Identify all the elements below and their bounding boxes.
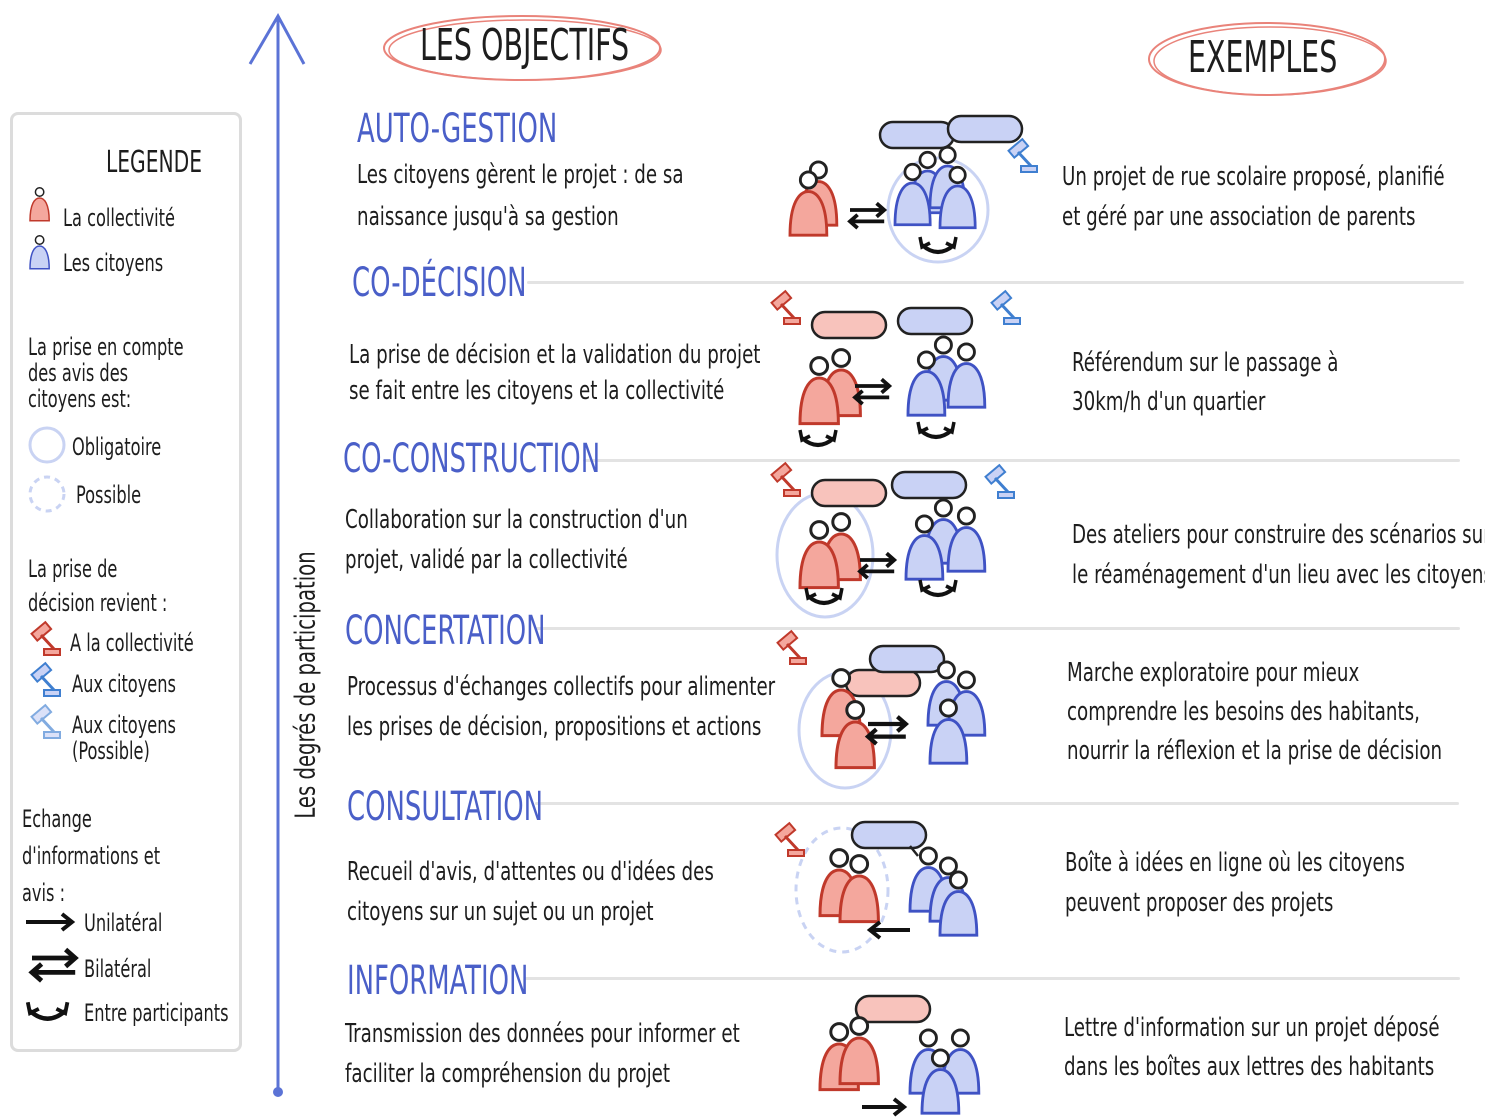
level-desc: les prises de décision, propositions et …	[347, 712, 762, 742]
level-desc: Les citoyens gèrent le projet : de sa	[357, 160, 684, 190]
legend-aux-citoyens-possible-2: (Possible)	[72, 737, 150, 765]
level-title-auto-gestion: AUTO-GESTION	[357, 106, 558, 152]
legend-echange-2: d'informations et	[22, 842, 161, 870]
level-title-co-construction: CO-CONSTRUCTION	[343, 436, 601, 482]
level-desc: Recueil d'avis, d'attentes ou d'idées de…	[347, 857, 714, 887]
gavel-red-icon	[30, 620, 62, 657]
example-text: Un projet de rue scolaire proposé, plani…	[1062, 162, 1445, 192]
legend-entre: Entre participants	[84, 999, 229, 1027]
examples-oval	[1148, 22, 1387, 96]
illustration-co-decision	[770, 289, 1022, 447]
example-text: Boîte à idées en ligne où les citoyens	[1065, 848, 1405, 878]
person-red-icon	[29, 187, 50, 222]
illustration-information	[818, 994, 981, 1117]
legend-decision-1: La prise de	[28, 555, 118, 583]
level-desc: naissance jusqu'à sa gestion	[357, 202, 619, 232]
arrow-right-icon	[26, 912, 76, 932]
legend-citoyens: Les citoyens	[63, 249, 164, 277]
objectives-header: LES OBJECTIFS	[420, 20, 630, 71]
person-blue-icon	[29, 235, 50, 270]
legend-aux-citoyens: Aux citoyens	[72, 670, 176, 698]
example-text: Des ateliers pour construire des scénari…	[1072, 520, 1485, 550]
example-text: Référendum sur le passage à	[1072, 348, 1339, 378]
arrow-bidirectional-icon	[26, 952, 80, 982]
separator	[583, 459, 1460, 462]
level-desc: faciliter la compréhension du projet	[345, 1059, 671, 1089]
level-desc: Processus d'échanges collectifs pour ali…	[347, 672, 776, 702]
separator	[525, 977, 1460, 980]
gavel-blue-possible-icon	[30, 703, 62, 740]
circle-dashed-icon	[28, 475, 66, 513]
example-text: le réaménagement d'un lieu avec les cito…	[1072, 560, 1485, 590]
legend-bilateral: Bilatéral	[84, 955, 152, 983]
legend-obligatoire: Obligatoire	[72, 433, 162, 461]
legend-echange-1: Echange	[22, 805, 92, 833]
example-text: Marche exploratoire pour mieux	[1067, 658, 1360, 688]
example-text: 30km/h d'un quartier	[1072, 387, 1266, 417]
example-text: peuvent proposer des projets	[1065, 888, 1334, 918]
example-text: et géré par une association de parents	[1062, 202, 1416, 232]
level-desc: Collaboration sur la construction d'un	[345, 505, 688, 535]
separator	[527, 281, 1464, 284]
circle-solid-icon	[28, 426, 66, 464]
example-text: dans les boîtes aux lettres des habitant…	[1064, 1052, 1435, 1082]
illustration-consultation	[774, 820, 979, 954]
level-desc: La prise de décision et la validation du…	[349, 340, 761, 370]
example-text: comprendre les besoins des habitants,	[1067, 697, 1420, 727]
level-title-information: INFORMATION	[347, 958, 529, 1004]
gavel-blue-icon	[30, 661, 62, 698]
level-desc: se fait entre les citoyens et la collect…	[349, 376, 725, 406]
legend-echange-3: avis :	[22, 879, 66, 907]
examples-header: EXEMPLES	[1188, 32, 1338, 83]
legend-collectivite: La collectivité	[63, 204, 176, 232]
level-desc: citoyens sur un sujet ou un projet	[347, 897, 654, 927]
legend-prise-compte-3: citoyens est:	[28, 385, 132, 413]
example-text: nourrir la réflexion et la prise de déci…	[1067, 736, 1443, 766]
illustration-auto-gestion	[788, 114, 1039, 264]
legend-title: LEGENDE	[106, 145, 203, 180]
level-title-consultation: CONSULTATION	[347, 784, 544, 830]
legend-prise-compte-2: des avis des	[28, 359, 129, 387]
legend-a-collectivite: A la collectivité	[70, 629, 194, 657]
illustration-co-construction	[770, 461, 1016, 619]
level-title-co-decision: CO-DÉCISION	[352, 260, 527, 306]
level-desc: projet, validé par la collectivité	[345, 545, 628, 575]
participation-axis	[248, 12, 306, 1097]
legend-aux-citoyens-possible-1: Aux citoyens	[72, 711, 176, 739]
separator	[535, 802, 1459, 805]
legend-decision-2: décision revient :	[28, 589, 168, 617]
legend-possible: Possible	[76, 481, 142, 509]
axis-label: Les degrés de participation	[288, 551, 322, 819]
illustration-concertation	[776, 629, 987, 790]
arrow-curved-icon	[22, 1005, 76, 1029]
objectives-oval	[383, 15, 662, 81]
level-title-concertation: CONCERTATION	[345, 608, 546, 654]
legend-prise-compte-1: La prise en compte	[28, 333, 184, 361]
level-desc: Transmission des données pour informer e…	[345, 1019, 740, 1049]
legend-unilateral: Unilatéral	[84, 909, 163, 937]
separator	[536, 627, 1460, 630]
example-text: Lettre d'information sur un projet dépos…	[1064, 1013, 1440, 1043]
